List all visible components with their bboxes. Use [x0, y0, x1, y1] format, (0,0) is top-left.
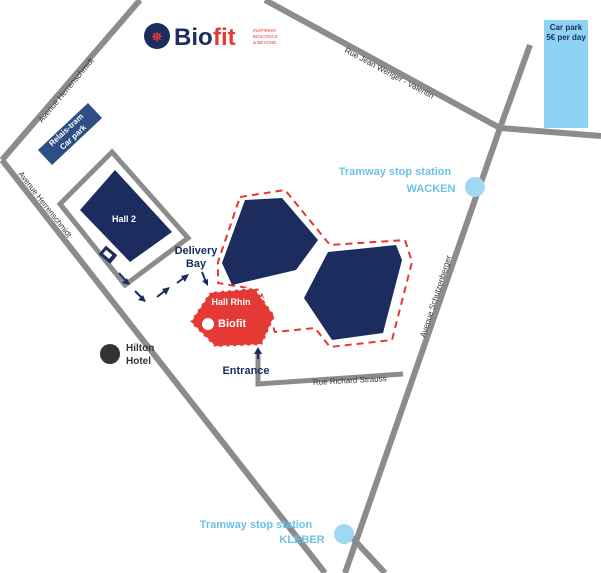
arrow-icon — [122, 278, 130, 285]
car-park: Car park 5€ per day — [544, 20, 588, 128]
car-park-label-line1: Car park — [550, 23, 583, 32]
road-east-branch — [499, 125, 601, 139]
car-park-label-line2: 5€ per day — [546, 33, 586, 42]
biofit-emblem-icon — [202, 318, 214, 330]
logo-tagline-line2: BIOLOGICS — [253, 34, 278, 39]
road-schutzenberger-north — [497, 43, 533, 130]
biofit-logo: ⛯ Bio fit INSPIRING BIOLOGICS & BEYOND — [144, 23, 278, 51]
road-avenue-herrenschmidt-main — [0, 158, 328, 573]
hotel-marker-icon — [100, 344, 120, 364]
logo-tagline-line3: & BEYOND — [253, 40, 277, 45]
street-label-rue-jean-wenger: Rue Jean Wenger - Valentin — [343, 46, 435, 101]
road-avenue-schutzenberger — [342, 127, 503, 573]
main-halls — [217, 188, 414, 349]
arrow-icon — [181, 274, 189, 282]
hilton-hotel: Hilton Hotel — [100, 343, 154, 367]
delivery-bay: Delivery Bay — [175, 245, 219, 270]
hall-east — [304, 245, 402, 340]
arrow-icon — [254, 347, 262, 354]
logo-text-fit: fit — [213, 24, 236, 51]
arrow-icon — [202, 279, 208, 286]
tram-stop-kleber: Tramway stop station KLEBER — [200, 519, 354, 546]
road-rue-jean-wenger — [263, 0, 502, 131]
tram-stop-wacken: Tramway stop station WACKEN — [339, 166, 485, 197]
svg-text:⛯: ⛯ — [152, 29, 163, 44]
hilton-label-line1: Hilton — [126, 343, 154, 354]
street-label-avenue-schutzenberger: Avenue Schutzenberger — [418, 254, 453, 339]
tram-stop-kleber-line2: KLEBER — [279, 534, 324, 546]
entrance-label: Entrance — [222, 365, 269, 377]
logo-tagline-line1: INSPIRING — [253, 28, 277, 33]
hall-rhin: Hall Rhin Biofit — [188, 286, 277, 349]
truck-icon — [98, 245, 118, 264]
delivery-bay-label-line2: Bay — [186, 258, 207, 270]
tram-stop-marker-icon — [465, 177, 485, 197]
arrow-icon — [138, 295, 146, 302]
logo-text-bio: Bio — [174, 24, 213, 51]
tram-stop-marker-icon — [334, 524, 354, 544]
hall-rhin-label: Hall Rhin — [211, 297, 250, 307]
hilton-label-line2: Hotel — [126, 356, 151, 367]
direction-arrows — [98, 245, 262, 359]
delivery-bay-label-line1: Delivery — [175, 245, 219, 257]
street-label-rue-richard-strauss: Rue Richard Strauss — [313, 374, 387, 387]
hall-2: Hall 2 — [56, 148, 192, 289]
road-rue-richard-strauss — [255, 352, 404, 387]
hall-north — [222, 198, 318, 285]
hall-2-label: Hall 2 — [112, 214, 136, 224]
tram-stop-wacken-line1: Tramway stop station — [339, 166, 452, 178]
biofit-emblem-icon — [144, 23, 170, 49]
hall-outline-dashed — [217, 188, 414, 349]
tram-stop-kleber-line1: Tramway stop station — [200, 519, 313, 531]
road-avenue-herrenschmidt-north — [0, 0, 143, 162]
hall-rhin-logo-text: Biofit — [218, 318, 246, 330]
arrow-icon — [162, 287, 170, 295]
tram-stop-wacken-line2: WACKEN — [407, 183, 456, 195]
